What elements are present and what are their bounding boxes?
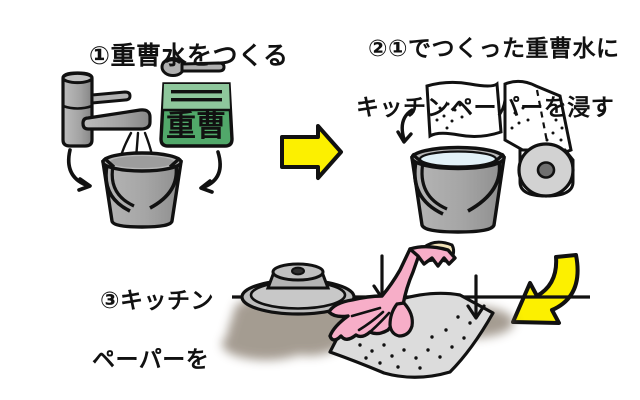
wet-paper-dots <box>358 315 472 370</box>
yellow-right-arrow <box>280 124 343 180</box>
press-arrow-right <box>466 274 486 320</box>
stove-burner-icon <box>240 262 356 316</box>
bucket-with-water-icon <box>410 145 506 234</box>
measuring-spoon-icon <box>160 57 226 77</box>
arrow-faucet-to-bucket <box>66 148 92 192</box>
paper-towel-roll-icon <box>503 79 575 198</box>
bucket-icon <box>101 151 183 229</box>
step-1-caption-line-1: ①重曹水をつくる <box>88 41 289 70</box>
baking-soda-package-icon: 重曹 <box>159 82 234 148</box>
pink-glove-hand-icon <box>327 240 457 342</box>
step-3-caption-line-1: ③キッチン <box>100 288 215 315</box>
step-1-caption: ①重曹水をつくる <box>52 8 289 104</box>
step3-artwork <box>222 240 590 379</box>
paper-sheet-dots <box>435 102 472 130</box>
step1-artwork: 重曹 <box>61 57 234 229</box>
arrow-dip-into-bucket <box>396 108 414 144</box>
yellow-curved-down-left-arrow <box>511 253 580 325</box>
step-3-caption: ③キッチン ペーパーを 油汚れに 貼り付ける <box>66 258 218 400</box>
package-label-text: 重曹 <box>166 109 226 144</box>
paper-towel-sheet-icon <box>425 80 503 139</box>
roll-sheet-dots <box>510 106 564 142</box>
step-3-caption-line-2: ペーパーを <box>92 347 210 374</box>
step-2-caption: ②①でつくった重曹水に キッチンペーパーを浸す <box>334 6 619 183</box>
step-2-caption-line-1: ②①でつくった重曹水に <box>368 36 620 63</box>
step-2-caption-line-2: キッチンペーパーを浸す <box>356 95 615 122</box>
arrow-package-to-bucket <box>199 150 222 194</box>
step2-artwork <box>396 79 575 234</box>
